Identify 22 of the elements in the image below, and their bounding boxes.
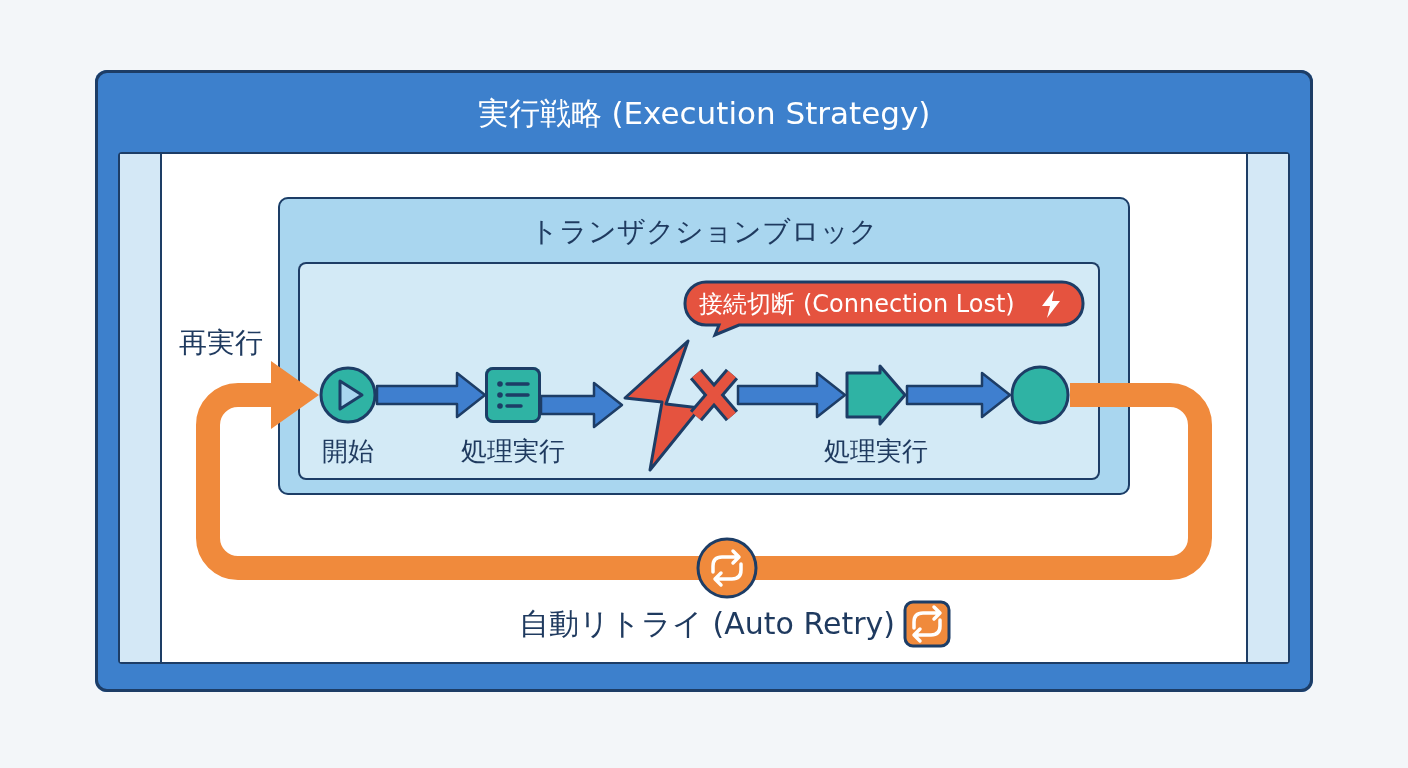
transaction-block	[278, 197, 1130, 495]
start-icon	[319, 366, 377, 424]
block-title: トランザクションブロック	[530, 214, 878, 250]
retry-label: 再実行	[179, 325, 263, 361]
step-label: 処理実行	[824, 434, 928, 468]
retry-loop-arrow	[196, 361, 1212, 580]
end-circle	[1010, 365, 1070, 425]
arrow-shape	[845, 364, 907, 426]
arrow	[375, 371, 487, 419]
strategy-box	[95, 70, 1313, 692]
list-icon	[485, 367, 541, 423]
speech-bubble	[683, 280, 1085, 337]
strategy-title: 実行戦略 (Execution Strategy)	[477, 94, 931, 133]
arrow	[736, 371, 847, 419]
lightning-icon	[622, 338, 738, 472]
step-label: 処理実行	[461, 434, 565, 468]
arrow	[905, 371, 1012, 419]
step-label: 開始	[322, 434, 374, 468]
edge-label: 自動リトライ (Auto Retry)	[519, 604, 895, 643]
bubble-text: 接続切断 (Connection Lost)	[699, 289, 1015, 320]
arrow	[539, 381, 624, 429]
inner-box	[298, 262, 1100, 480]
